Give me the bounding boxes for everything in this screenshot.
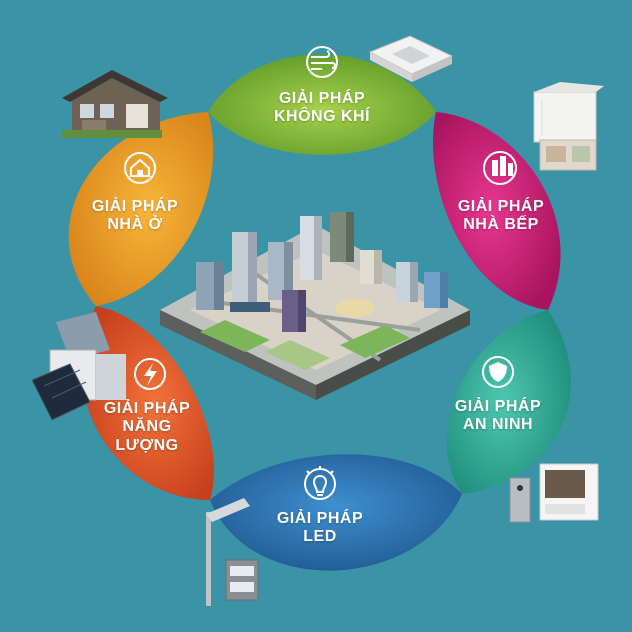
kitchen-petal [433, 112, 561, 310]
led-bulb-icon [304, 466, 336, 500]
air-petal-label: GIẢI PHÁP KHÔNG KHÍ [262, 90, 382, 127]
security-petal [446, 310, 571, 494]
energy-label-line3: LƯỢNG [115, 436, 179, 454]
security-label-line1: GIẢI PHÁP [454, 398, 542, 415]
wind-icon [306, 46, 338, 78]
led-label-line2: LED [303, 528, 337, 546]
kitchen-petal-label: GIẢI PHÁP NHÀ BẾP [446, 198, 556, 235]
security-label-line2: AN NINH [462, 416, 534, 434]
led-petal-label: GIẢI PHÁP LED [262, 510, 378, 547]
air-petal [208, 54, 436, 155]
kitchen-cabinet-icon [533, 82, 604, 171]
energy-label-line1: GIẢI PHÁP [103, 400, 191, 417]
housing-label-line1: GIẢI PHÁP [91, 198, 179, 215]
housing-label-line2: NHÀ Ở [107, 216, 163, 234]
video-intercom-icon [509, 463, 599, 523]
housing-petal [68, 112, 214, 306]
energy-label-line2: NĂNG [122, 418, 172, 436]
smart-city-icon [160, 212, 470, 400]
street-light-icon [206, 498, 259, 606]
led-petal [210, 454, 462, 571]
residential-house-icon [62, 70, 168, 138]
energy-petal-label: GIẢI PHÁP NĂNG LƯỢNG [92, 400, 202, 455]
shield-icon [482, 356, 514, 388]
led-label-line1: GIẢI PHÁP [276, 510, 364, 527]
air-label-line2: KHÔNG KHÍ [273, 108, 371, 126]
house-icon [124, 152, 156, 184]
security-petal-label: GIẢI PHÁP AN NINH [442, 398, 554, 435]
ceiling-air-conditioner-icon [368, 35, 454, 82]
kitchen-label-line2: NHÀ BẾP [463, 216, 539, 234]
housing-petal-label: GIẢI PHÁP NHÀ Ở [80, 198, 190, 235]
solar-panel-icon [31, 312, 126, 421]
air-label-line1: GIẢI PHÁP [278, 90, 366, 107]
kitchen-buildings-icon [483, 151, 517, 185]
kitchen-label-line1: GIẢI PHÁP [457, 198, 545, 215]
lightning-icon [134, 358, 166, 390]
